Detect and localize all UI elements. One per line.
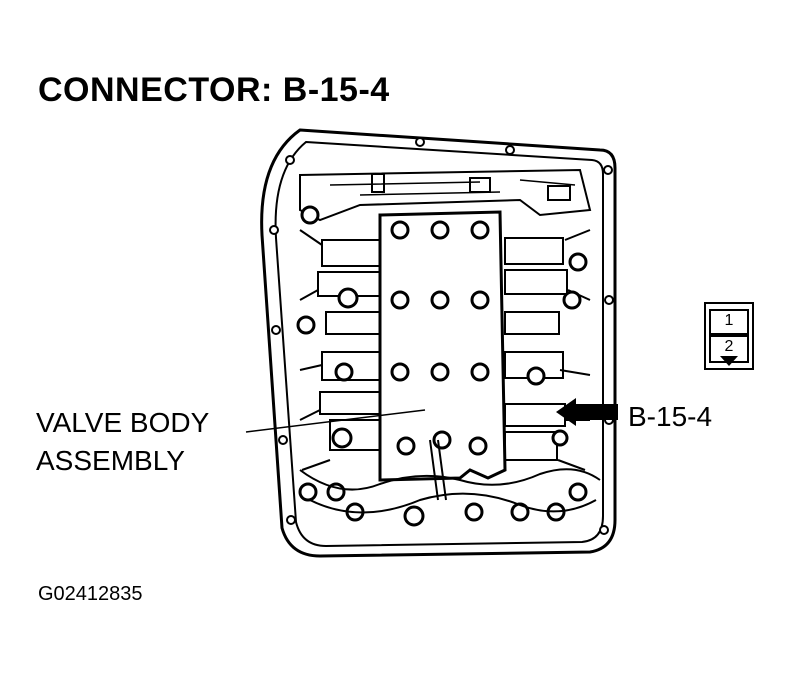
left-components xyxy=(299,229,381,471)
valve-body-bolts xyxy=(390,220,490,456)
connector-face-symbol xyxy=(704,302,754,370)
valve-body-leader xyxy=(245,409,426,433)
peripheral-bolts xyxy=(296,205,588,527)
oil-pan-outline xyxy=(260,128,617,558)
figure-number: G02412835 xyxy=(38,583,143,605)
connector-arrow xyxy=(556,398,618,426)
oil-pan-inner-outline xyxy=(274,140,604,548)
valve-body-label-line1: VALVE BODY xyxy=(36,407,210,438)
connector-latch-icon xyxy=(720,356,738,366)
connector-label: B-15-4 xyxy=(628,401,713,432)
connector-pin-2: 2 xyxy=(724,338,734,355)
diagram-title: CONNECTOR: B-15-4 xyxy=(38,71,390,109)
connector-pin-1: 1 xyxy=(724,312,734,329)
valve-body-label-line2: ASSEMBLY xyxy=(36,445,185,476)
pan-bolt-holes xyxy=(269,137,614,535)
lower-harness xyxy=(299,468,601,491)
